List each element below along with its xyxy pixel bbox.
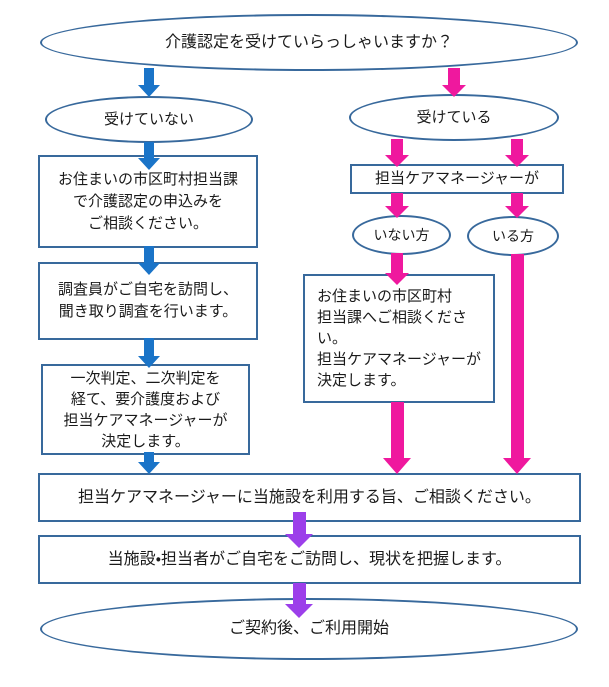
node-has-manager: いる方 — [467, 216, 559, 256]
arrow-to-apply-city — [138, 142, 160, 170]
arrow-to-judgement — [138, 338, 160, 368]
arrow-start-to-certified — [442, 68, 466, 97]
arrow-manager-to-no-manager — [385, 193, 409, 218]
arrow-consult-manager-to-home-visit — [285, 512, 313, 548]
arrow-judgement-to-consult-manager — [138, 452, 160, 474]
node-care-manager: 担当ケアマネージャーが — [350, 164, 564, 194]
arrow-to-survey-visit — [138, 246, 160, 275]
node-no-manager: いない方 — [352, 215, 451, 255]
node-apply-city: お住まいの市区町村担当課 で介護認定の申込みを ご相談ください。 — [38, 155, 258, 248]
arrow-certified-to-manager-right — [505, 139, 529, 167]
arrow-has-manager-to-consult-manager — [503, 254, 531, 474]
arrow-certified-to-manager-left — [385, 139, 409, 167]
node-not-certified: 受けていない — [45, 96, 253, 143]
node-consult-city: お住まいの市区町村 担当課へご相談ください。 担当ケアマネージャーが 決定します… — [303, 274, 495, 403]
arrow-home-visit-to-start-use — [285, 583, 313, 618]
node-judgement: 一次判定、二次判定を 経て、要介護度および 担当ケアマネージャーが 決定します。 — [41, 364, 250, 455]
arrow-manager-to-has-manager — [505, 193, 529, 218]
node-start-question: 介護認定を受けていらっしゃいますか？ — [40, 14, 578, 71]
arrow-no-manager-to-consult-city — [385, 253, 409, 285]
arrow-start-to-not-certified — [138, 68, 160, 97]
node-certified: 受けている — [349, 94, 559, 141]
arrow-consult-city-to-consult-manager — [383, 402, 411, 474]
